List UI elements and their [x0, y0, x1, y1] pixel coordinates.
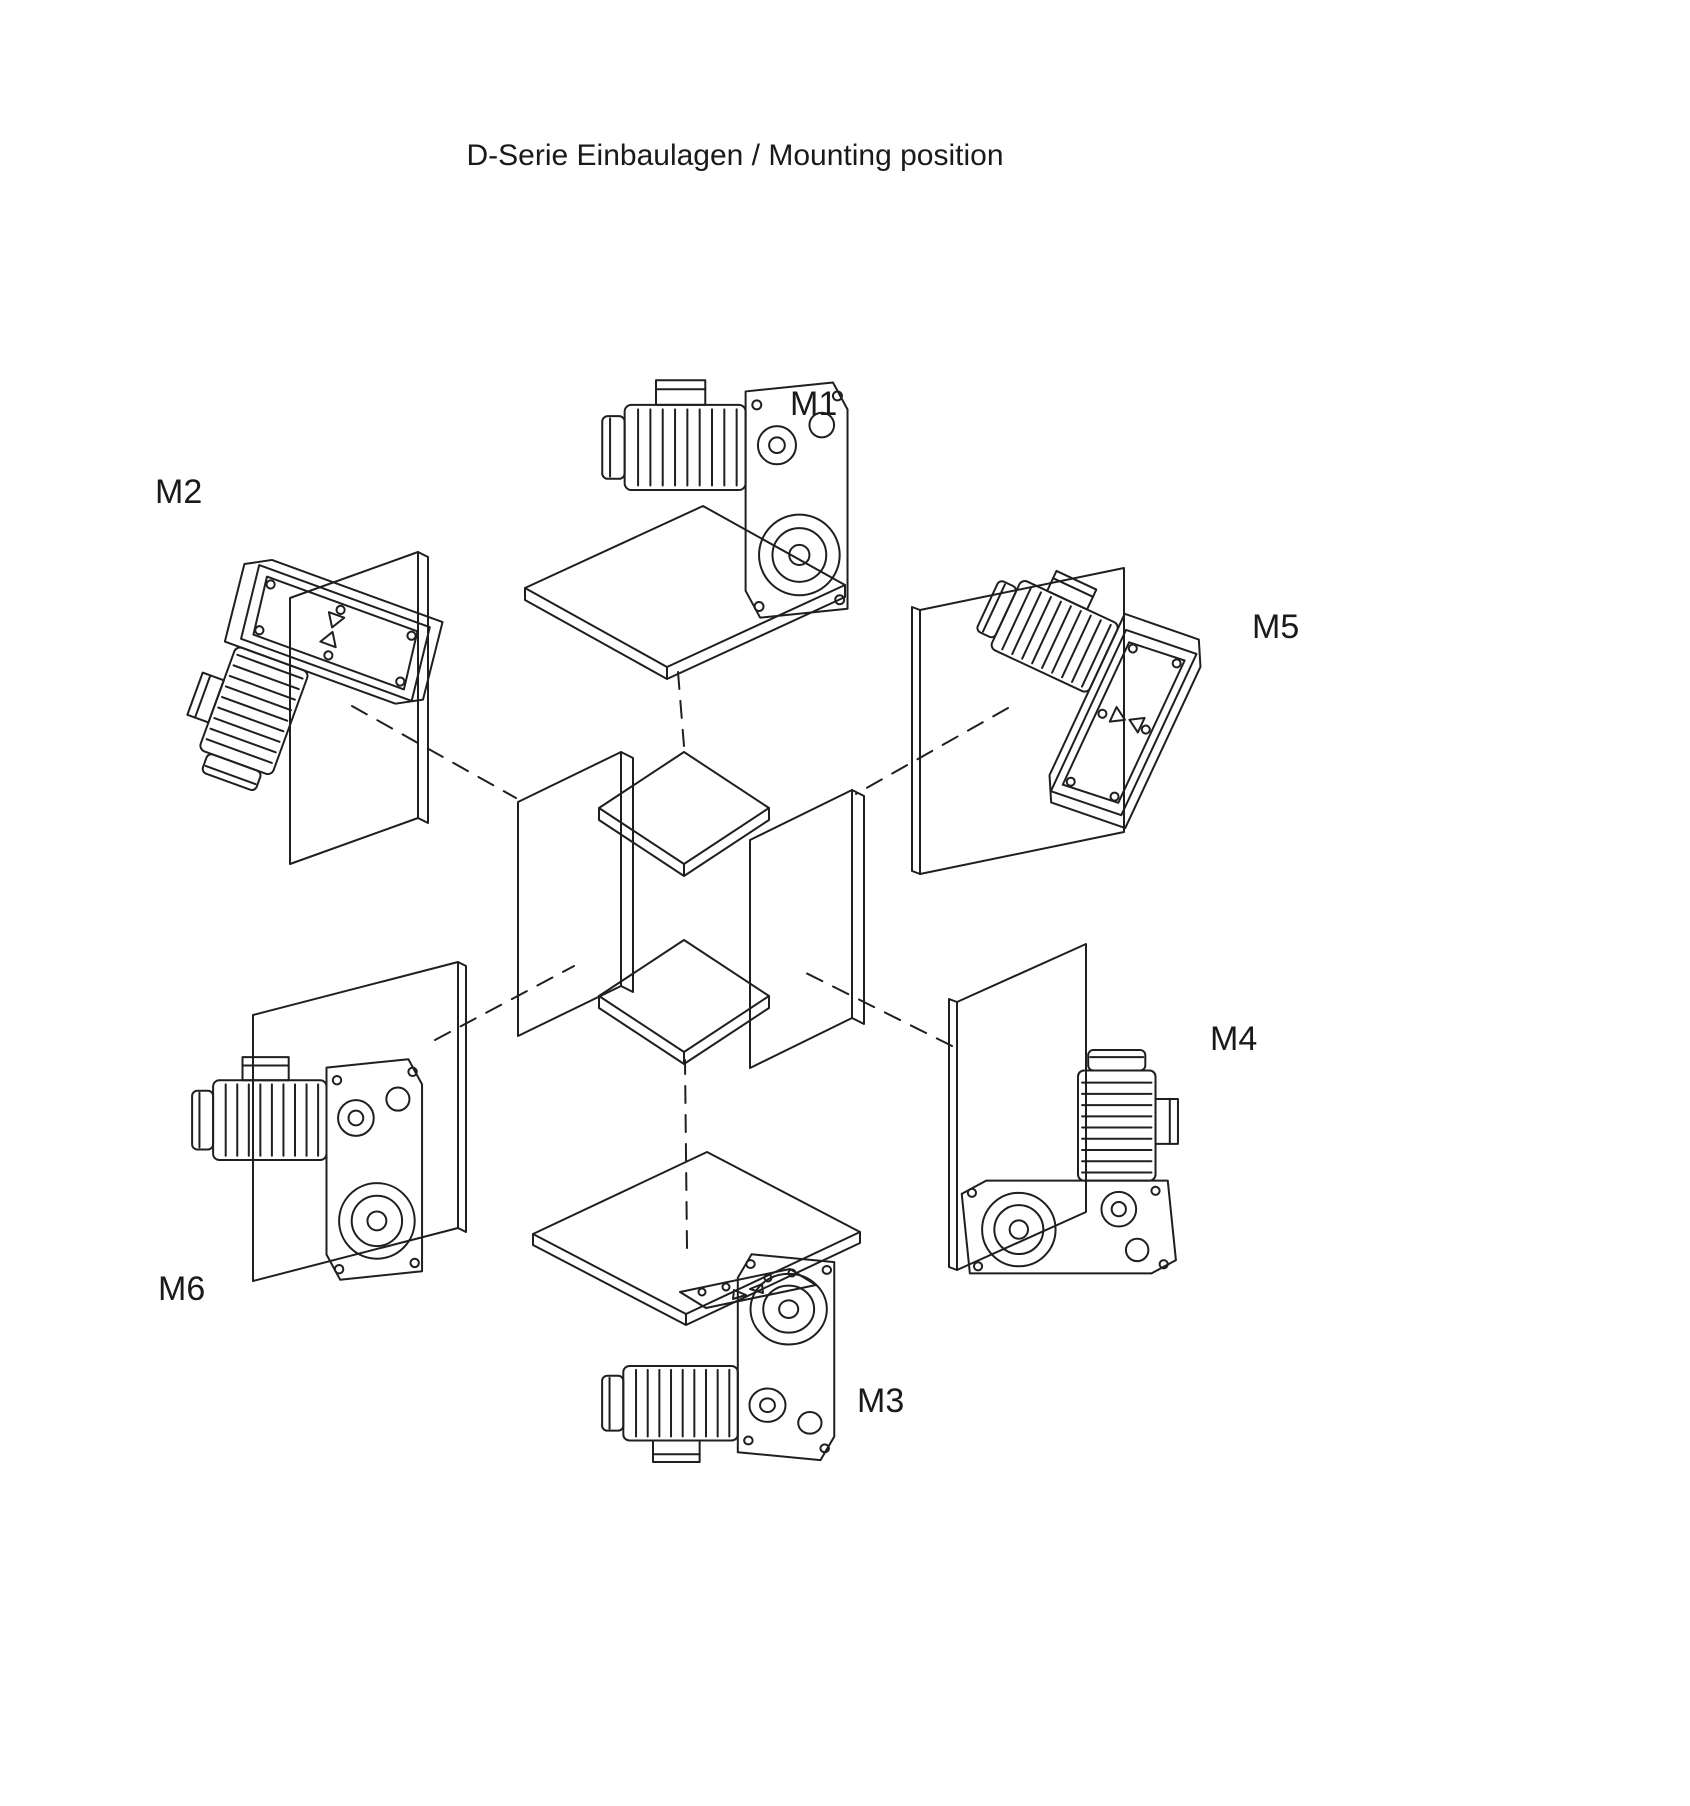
panel-m3-ceiling-edge [533, 1232, 860, 1325]
center-cube [518, 752, 864, 1068]
panel-m2-wall-edge [418, 552, 428, 823]
cube-bottom-plate [599, 940, 769, 1052]
panel-m1-floor-edge [525, 585, 845, 679]
panel-m4-wall-edge [949, 999, 957, 1270]
dashed-connectors [352, 672, 1008, 1248]
connector-m6 [435, 966, 574, 1040]
cube-left-plate [518, 752, 621, 1036]
gearmotor-units [171, 380, 1212, 1462]
panel-m4-wall [957, 944, 1086, 1270]
cube-top-plate [599, 752, 769, 864]
label-m3: M3 [857, 1382, 904, 1420]
label-m5: M5 [1252, 608, 1299, 646]
cube-left-plate-edge [621, 752, 633, 992]
mounting-panels [253, 506, 1124, 1325]
panel-m5-wall [920, 568, 1124, 874]
connector-m1 [678, 672, 684, 746]
position-labels: M1 M2 M3 M4 M5 M6 [155, 385, 1299, 1420]
label-m4: M4 [1210, 1020, 1257, 1058]
gearmotor-m5-illustration [923, 551, 1211, 836]
label-m2: M2 [155, 473, 202, 511]
connector-m5 [856, 708, 1008, 794]
cube-top-plate-edge [599, 808, 769, 876]
cube-right-plate-edge [852, 790, 864, 1024]
panel-m1-floor [525, 506, 845, 667]
gearmotor-m3-mounting-plate [680, 1269, 816, 1308]
panel-m5-wall-edge [912, 607, 920, 874]
connector-m2 [352, 706, 516, 798]
panel-m3-ceiling [533, 1152, 860, 1314]
label-m6: M6 [158, 1270, 205, 1308]
connector-m3 [685, 1060, 687, 1248]
gearmotor-m2-illustration [171, 551, 451, 835]
cube-bottom-plate-edge [599, 996, 769, 1064]
label-m1: M1 [790, 385, 837, 423]
diagram-title: D-Serie Einbaulagen / Mounting position [467, 139, 1004, 172]
gearmotor-m3-illustration [602, 1254, 834, 1462]
panel-m6-wall-edge [458, 962, 466, 1232]
connector-m4 [800, 970, 952, 1046]
cube-right-plate [750, 790, 852, 1068]
gearmotor-m4-illustration [962, 1050, 1178, 1273]
